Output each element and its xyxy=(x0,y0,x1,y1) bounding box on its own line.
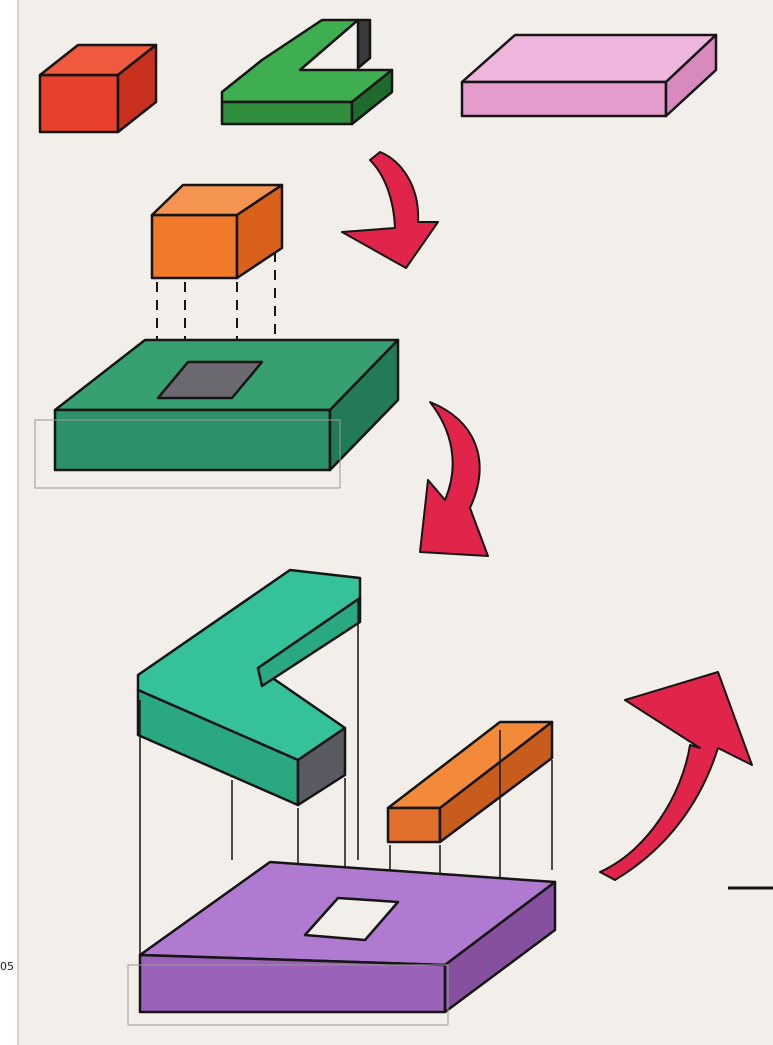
margin-text: 05 xyxy=(0,960,14,973)
pink-slab xyxy=(462,35,716,116)
